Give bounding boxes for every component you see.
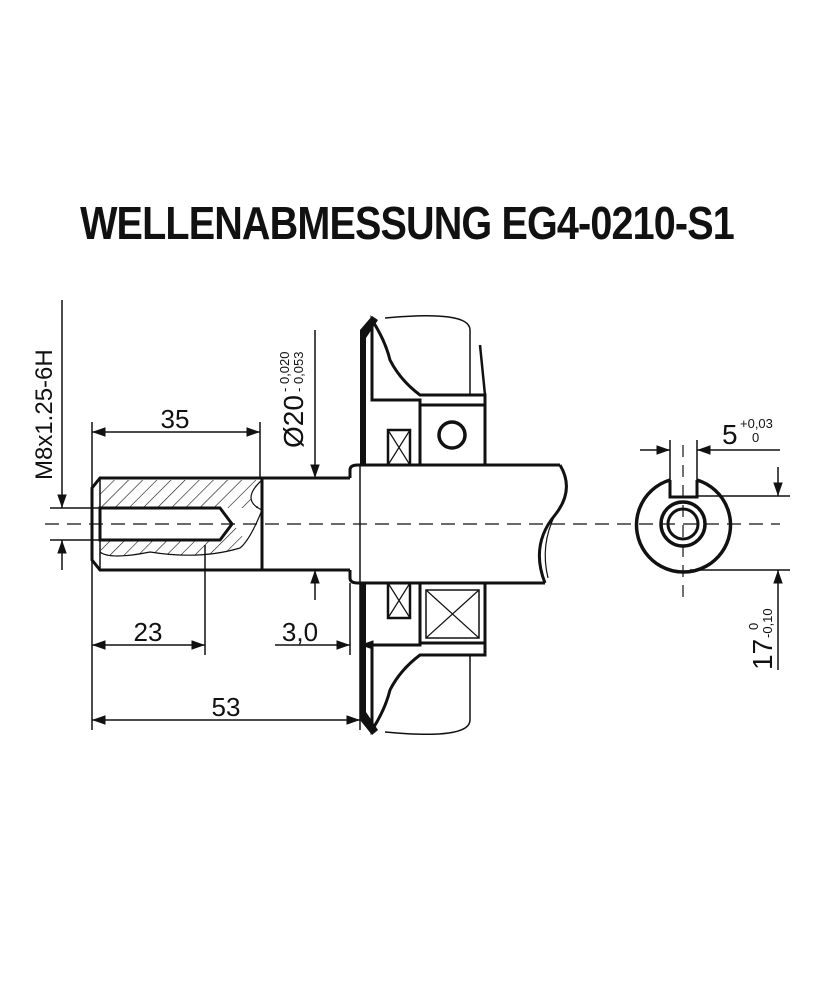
- key-height-label: 17: [747, 639, 778, 670]
- thread-label: M8x1.25-6H: [31, 349, 58, 480]
- key-tol-upper: +0,03: [740, 416, 773, 431]
- dim-35-label: 35: [161, 404, 190, 434]
- dimension-lines: [50, 300, 395, 730]
- shaft-end-view: [634, 440, 790, 670]
- height-tol-upper: 0: [746, 623, 761, 630]
- dim-3-label: 3,0: [282, 617, 318, 647]
- drawing-title: WELLENABMESSUNG EG4-0210-S1: [80, 197, 735, 249]
- diameter-label: Ø20: [278, 395, 309, 448]
- shaft-left-section: [90, 476, 350, 572]
- diameter-tol-lower: - 0,053: [291, 352, 306, 392]
- height-tol-lower: -0,10: [760, 608, 775, 638]
- dim-23-label: 23: [134, 617, 163, 647]
- housing-section: [360, 314, 487, 736]
- dim-53-label: 53: [212, 692, 241, 722]
- key-width-label: 5: [722, 419, 738, 450]
- diameter-tol-upper: - 0,020: [277, 352, 292, 392]
- key-tol-lower: 0: [752, 430, 759, 445]
- shaft-main: [348, 463, 568, 585]
